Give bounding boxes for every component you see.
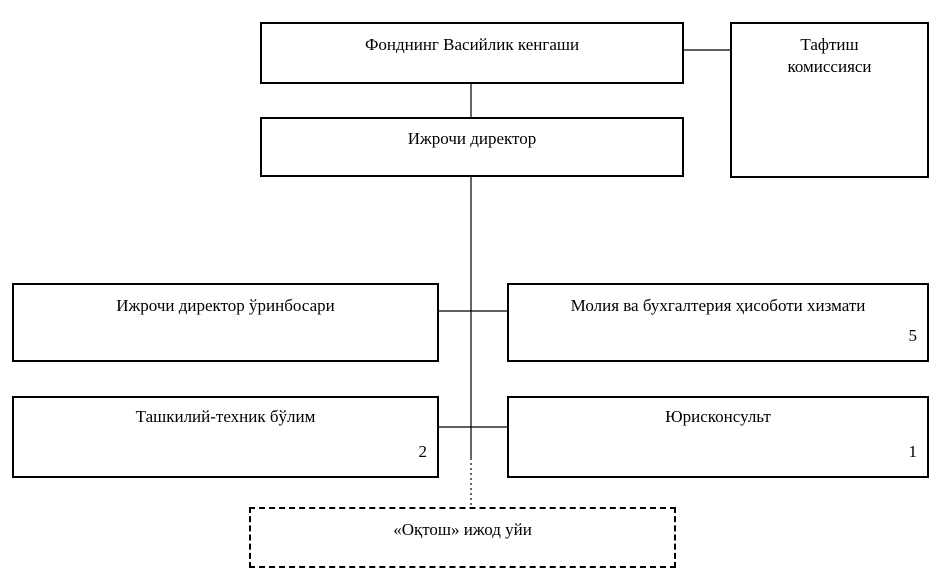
executive-director-box: Ижрочи директор	[260, 117, 684, 177]
executive-director-label: Ижрочи директор	[407, 129, 537, 148]
org-tech-department-staff-count: 2	[418, 442, 428, 461]
board-of-trustees-label: Фонднинг Васийлик кенгаши	[364, 35, 580, 54]
legal-counsel-box: Юрисконсульт 1	[507, 396, 929, 478]
org-tech-department-label: Ташкилий-техник бўлим	[135, 407, 316, 426]
org-tech-department-box: Ташкилий-техник бўлим 2	[12, 396, 439, 478]
audit-commission-box: Тафтиш комиссияси	[730, 22, 929, 178]
creative-house-box: «Оқтош» ижод уйи	[249, 507, 676, 568]
deputy-director-box: Ижрочи директор ўринбосари	[12, 283, 439, 362]
finance-accounting-box: Молия ва бухгалтерия ҳисоботи хизмати 5	[507, 283, 929, 362]
deputy-director-label: Ижрочи директор ўринбосари	[116, 296, 335, 315]
finance-accounting-label: Молия ва бухгалтерия ҳисоботи хизмати	[570, 296, 866, 315]
board-of-trustees-box: Фонднинг Васийлик кенгаши	[260, 22, 684, 84]
legal-counsel-label: Юрисконсульт	[665, 407, 771, 426]
creative-house-label: «Оқтош» ижод уйи	[393, 520, 532, 539]
audit-commission-label: Тафтиш комиссияси	[787, 35, 872, 76]
legal-counsel-staff-count: 1	[908, 442, 918, 461]
finance-accounting-staff-count: 5	[908, 326, 918, 345]
